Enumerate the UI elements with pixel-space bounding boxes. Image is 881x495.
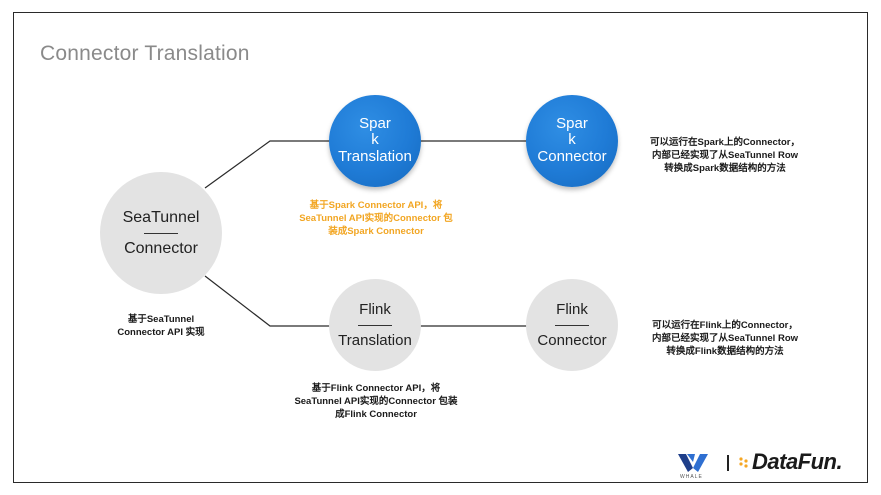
spark-translation-note: 基于Spark Connector API，将 SeaTunnel API实现的… [278, 199, 474, 238]
seatunnel-connector-node: SeaTunnel Connector [100, 172, 222, 294]
datafun-dots-icon [739, 457, 748, 468]
link-seatunnel-spark [204, 140, 330, 189]
note-line: Connector API 实现 [117, 327, 205, 338]
spark-translation-line2: Translation [338, 148, 412, 165]
note-line: 基于Spark Connector API，将 [309, 200, 443, 211]
seatunnel-node-line1: SeaTunnel [122, 208, 200, 226]
seatunnel-node-divider [144, 232, 178, 234]
flink-connector-divider [555, 324, 589, 326]
whale-logo-text: WHALE [680, 474, 703, 480]
flink-translation-line1: Flink [359, 300, 391, 318]
flink-connector-line2: Connector [537, 331, 607, 349]
seatunnel-node-line2: Connector [124, 239, 198, 257]
whale-logo-icon [678, 454, 708, 472]
note-line: 装成Spark Connector [328, 226, 424, 237]
spark-connector-note: 可以运行在Spark上的Connector， 内部已经实现了从SeaTunnel… [630, 136, 820, 175]
note-line: 基于Flink Connector API，将 [311, 383, 441, 394]
spark-connector-line2: Connector [537, 148, 607, 165]
logo-divider [727, 455, 729, 471]
note-line: 成Flink Connector [335, 409, 417, 420]
spark-translation-node: Spark Translation [329, 95, 421, 187]
note-line: 基于SeaTunnel [127, 314, 195, 325]
spark-translation-line1: Spark [359, 115, 391, 148]
flink-translation-node: Flink Translation [329, 279, 421, 371]
note-line: SeaTunnel API实现的Connector 包装 [294, 396, 458, 407]
flink-translation-note: 基于Flink Connector API，将 SeaTunnel API实现的… [276, 382, 476, 421]
flink-connector-note: 可以运行在Flink上的Connector， 内部已经实现了从SeaTunnel… [630, 319, 820, 358]
seatunnel-note: 基于SeaTunnel Connector API 实现 [96, 313, 226, 339]
note-line: SeaTunnel API实现的Connector 包 [299, 213, 453, 224]
note-line: 可以运行在Flink上的Connector， [652, 320, 798, 331]
flink-translation-line2: Translation [338, 331, 412, 349]
note-line: 转换成Flink数据结构的方法 [666, 346, 784, 357]
note-line: 内部已经实现了从SeaTunnel Row [651, 150, 799, 161]
flink-connector-line1: Flink [556, 300, 588, 318]
datafun-logo-text: DataFun. [752, 449, 843, 475]
note-line: 可以运行在Spark上的Connector， [650, 137, 800, 148]
flink-translation-divider [358, 324, 392, 326]
spark-connector-node: Spark Connector [526, 95, 618, 187]
page-title: Connector Translation [40, 42, 250, 65]
note-line: 转换成Spark数据结构的方法 [664, 163, 786, 174]
flink-connector-node: Flink Connector [526, 279, 618, 371]
spark-connector-line1: Spark [556, 115, 588, 148]
link-seatunnel-flink [204, 275, 330, 327]
note-line: 内部已经实现了从SeaTunnel Row [651, 333, 799, 344]
datafun-logo-label: DataFun. [752, 449, 843, 474]
